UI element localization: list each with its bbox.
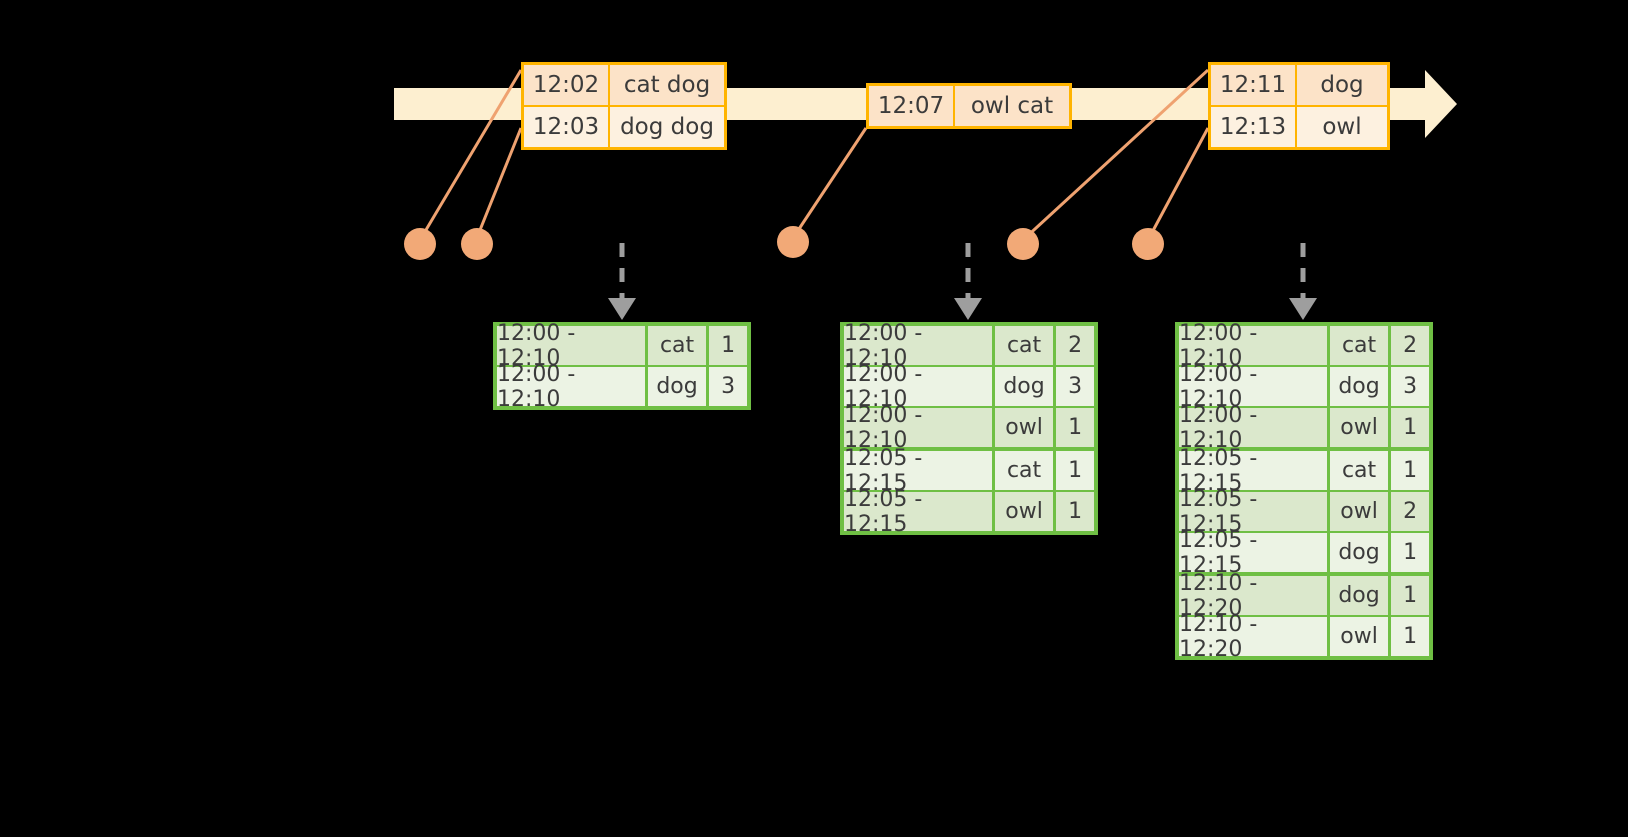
window-cell: 12:00 - 12:10 — [844, 321, 995, 371]
count-cell: 3 — [721, 374, 736, 399]
count-cell: 1 — [1068, 458, 1083, 483]
table-row[interactable]: 12:00 - 12:10 dog 3 — [844, 362, 1094, 412]
event-dot-1 — [404, 228, 436, 260]
window-cell: 12:00 - 12:10 — [844, 403, 995, 453]
table-row[interactable]: 12:05 - 12:15 owl 2 — [1179, 487, 1429, 537]
count-cell: 1 — [1403, 540, 1418, 565]
table-row[interactable]: 12:10 - 12:20 owl 1 — [1179, 612, 1429, 662]
events-group-3[interactable]: 12:11 dog 12:13 owl — [1208, 62, 1390, 150]
table-row[interactable]: 12:05 - 12:15 dog 1 — [1179, 528, 1429, 578]
key-cell: dog — [1330, 367, 1392, 406]
key-cell: dog — [1330, 533, 1392, 572]
key-cell: cat — [647, 326, 710, 365]
window-cell: 12:05 - 12:15 — [844, 487, 995, 537]
key-cell: owl — [1329, 408, 1392, 447]
count-cell: 3 — [1068, 374, 1083, 399]
count-cell: 1 — [1403, 624, 1418, 649]
count-cell: 2 — [1056, 326, 1094, 365]
table-row[interactable]: 12:00 - 12:10 cat 2 — [1179, 321, 1429, 371]
event-row[interactable]: 12:11 dog — [1211, 65, 1387, 105]
emit-arrow-1 — [608, 243, 636, 320]
event-dot-4 — [1007, 228, 1039, 260]
event-value: owl — [1322, 114, 1362, 140]
event-row[interactable]: 12:07 owl cat — [869, 86, 1069, 126]
connector-3 — [791, 127, 868, 239]
event-row[interactable]: 12:02 cat dog — [524, 65, 724, 105]
key-cell: cat — [995, 451, 1057, 490]
table-row[interactable]: 12:00 - 12:10 dog 3 — [497, 362, 747, 412]
count-cell: 1 — [1056, 408, 1094, 447]
event-row[interactable]: 12:03 dog dog — [524, 105, 724, 147]
key-cell: cat — [994, 326, 1057, 365]
event-row[interactable]: 12:13 owl — [1211, 105, 1387, 147]
count-cell: 1 — [1056, 492, 1094, 531]
event-value: dog — [1297, 65, 1387, 105]
key-cell: dog — [648, 367, 710, 406]
count-cell: 2 — [1391, 492, 1429, 531]
events-group-1[interactable]: 12:02 cat dog 12:03 dog dog — [521, 62, 727, 150]
event-time: 12:03 — [524, 107, 610, 147]
window-cell: 12:00 - 12:10 — [497, 362, 648, 412]
result-table-1[interactable]: 12:00 - 12:10 cat 1 12:00 - 12:10 dog 3 — [493, 321, 751, 412]
event-time: 12:11 — [1211, 65, 1297, 105]
table-row[interactable]: 12:00 - 12:10 cat 2 — [844, 321, 1094, 371]
connector-5 — [1146, 127, 1210, 241]
key-cell: dog — [995, 367, 1057, 406]
event-dot-5 — [1132, 228, 1164, 260]
event-value: owl cat — [955, 86, 1069, 126]
event-dot-2 — [461, 228, 493, 260]
event-time: 12:13 — [1211, 107, 1297, 147]
event-time: 12:07 — [869, 86, 955, 126]
result-table-2[interactable]: 12:00 - 12:10 cat 2 12:00 - 12:10 dog 3 … — [840, 321, 1098, 537]
key-cell: cat — [1330, 451, 1392, 490]
event-value: dog dog — [620, 114, 714, 140]
event-value: cat dog — [610, 65, 724, 105]
window-cell: 12:05 - 12:15 — [1179, 487, 1330, 537]
table-row[interactable]: 12:05 - 12:15 owl 1 — [844, 487, 1094, 537]
table-row[interactable]: 12:05 - 12:15 cat 1 — [1179, 446, 1429, 496]
table-row[interactable]: 12:00 - 12:10 dog 3 — [1179, 362, 1429, 412]
table-row[interactable]: 12:05 - 12:15 cat 1 — [844, 446, 1094, 496]
window-cell: 12:05 - 12:15 — [1179, 446, 1330, 496]
window-cell: 12:10 - 12:20 — [1179, 571, 1330, 621]
key-cell: owl — [1329, 492, 1392, 531]
window-cell: 12:10 - 12:20 — [1179, 612, 1330, 662]
count-cell: 1 — [1403, 458, 1418, 483]
event-time: 12:02 — [524, 65, 610, 105]
count-cell: 1 — [709, 326, 747, 365]
window-cell: 12:05 - 12:15 — [844, 446, 995, 496]
emit-arrows — [608, 243, 1317, 320]
events-group-2[interactable]: 12:07 owl cat — [866, 83, 1072, 129]
connector-2 — [474, 127, 523, 241]
window-cell: 12:00 - 12:10 — [1179, 321, 1330, 371]
key-cell: dog — [1329, 576, 1392, 615]
key-cell: owl — [994, 492, 1057, 531]
emit-arrow-3 — [1289, 243, 1317, 320]
key-cell: cat — [1329, 326, 1392, 365]
table-row[interactable]: 12:00 - 12:10 owl 1 — [844, 403, 1094, 453]
count-cell: 2 — [1391, 326, 1429, 365]
window-cell: 12:05 - 12:15 — [1179, 528, 1330, 578]
table-row[interactable]: 12:00 - 12:10 cat 1 — [497, 321, 747, 371]
window-cell: 12:00 - 12:10 — [497, 321, 648, 371]
count-cell: 1 — [1391, 408, 1429, 447]
key-cell: owl — [994, 408, 1057, 447]
emit-arrow-2 — [954, 243, 982, 320]
table-row[interactable]: 12:00 - 12:10 owl 1 — [1179, 403, 1429, 453]
table-row[interactable]: 12:10 - 12:20 dog 1 — [1179, 571, 1429, 621]
result-table-3[interactable]: 12:00 - 12:10 cat 2 12:00 - 12:10 dog 3 … — [1175, 321, 1433, 662]
window-cell: 12:00 - 12:10 — [1179, 362, 1330, 412]
count-cell: 3 — [1403, 374, 1418, 399]
count-cell: 1 — [1391, 576, 1429, 615]
window-cell: 12:00 - 12:10 — [1179, 403, 1330, 453]
event-dots — [404, 226, 1164, 260]
window-cell: 12:00 - 12:10 — [844, 362, 995, 412]
event-dot-3 — [777, 226, 809, 258]
connector-1 — [418, 69, 523, 241]
key-cell: owl — [1330, 617, 1392, 656]
